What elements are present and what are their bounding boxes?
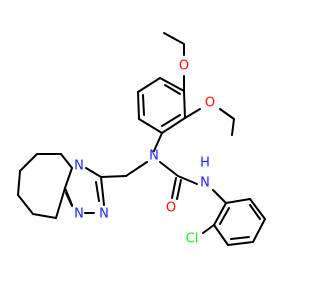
bond-ch2-triazole: [100, 175, 127, 178]
triazole-ring: [64, 167, 105, 214]
bond-carbonyl-double-2: [176, 179, 182, 200]
azepane-ring: [17, 153, 73, 219]
methoxy-right: [184, 108, 235, 136]
atom-oxygen-top: O: [179, 59, 189, 74]
methoxy-top: [163, 32, 185, 92]
bond-nh-aryl: [212, 189, 227, 204]
atom-nitrogen-triazole-3: N: [99, 207, 109, 222]
bond-aryl-cl: [202, 224, 215, 234]
dimethoxyphenyl-ring: [137, 77, 186, 134]
bond-carbonyl-nh: [177, 175, 198, 185]
atom-oxygen-right: O: [205, 96, 215, 111]
atom-chlorine: Cl: [186, 232, 199, 247]
atom-nitrogen-amide: N: [200, 176, 210, 191]
bond-n-carbonyl: [159, 161, 179, 177]
atom-nitrogen-central: N: [149, 149, 159, 164]
atom-nitrogen-triazole-2: N: [74, 207, 84, 222]
bond-n-ch2: [125, 161, 148, 177]
structure-svg: O O N H N O Cl N N N: [17, 32, 266, 247]
atom-nitrogen-triazole-1: N: [74, 159, 84, 174]
atom-hydrogen-amide: H: [200, 156, 210, 171]
bond-aryl-n: [153, 132, 163, 152]
chlorophenyl-ring: [213, 198, 266, 246]
bond-carbonyl-double-1: [171, 177, 177, 199]
atom-oxygen-carbonyl: O: [166, 201, 176, 216]
molecule-diagram: O O N H N O Cl N N N: [17, 32, 266, 247]
